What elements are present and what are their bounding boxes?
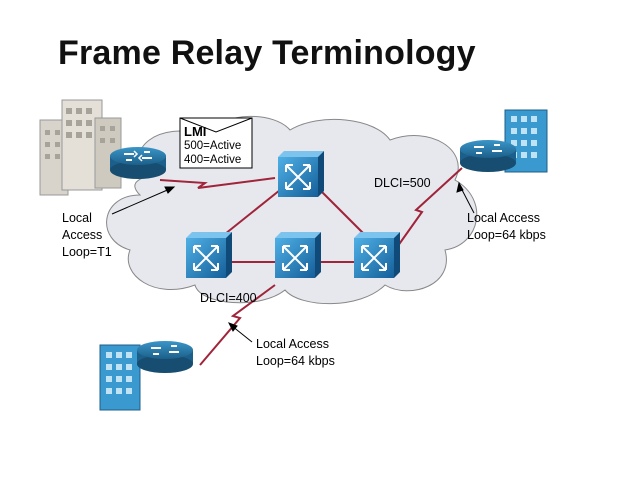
serial-link-icon xyxy=(159,177,276,189)
callout-pointers xyxy=(111,181,475,343)
access-label-line: Local Access xyxy=(467,211,540,225)
access-label-line: Loop=64 kbps xyxy=(256,354,335,368)
router-icon xyxy=(137,341,193,373)
router-icon xyxy=(110,147,166,179)
lmi-label: LMI xyxy=(184,124,207,139)
frame-relay-switch-icon xyxy=(278,151,324,197)
lmi-status-500: 500=Active xyxy=(184,140,242,152)
frame-relay-switch-icon xyxy=(275,232,321,278)
lmi-status-400: 400=Active xyxy=(184,154,242,166)
serial-link-icon xyxy=(199,284,276,366)
access-label-line: Loop=T1 xyxy=(62,245,112,259)
building-icon xyxy=(99,344,141,411)
access-label-line: Local xyxy=(62,211,92,225)
dlci-400-label: DLCI=400 xyxy=(200,291,257,305)
envelope-icon xyxy=(179,117,253,169)
dlci-500-label: DLCI=500 xyxy=(374,176,431,190)
building-icon xyxy=(39,99,122,196)
serial-link-icon xyxy=(394,167,463,251)
trunk-link xyxy=(319,189,371,241)
frame-relay-switch-icon xyxy=(186,232,232,278)
access-label-line: Local Access xyxy=(256,337,329,351)
page-title: Frame Relay Terminology xyxy=(58,34,476,72)
access-label-line: Loop=64 kbps xyxy=(467,228,546,242)
callout-line xyxy=(111,187,173,215)
frame-relay-switch-icon xyxy=(354,232,400,278)
router-icon xyxy=(460,140,516,172)
access-label-line: Access xyxy=(62,228,103,242)
access-links xyxy=(159,167,463,366)
